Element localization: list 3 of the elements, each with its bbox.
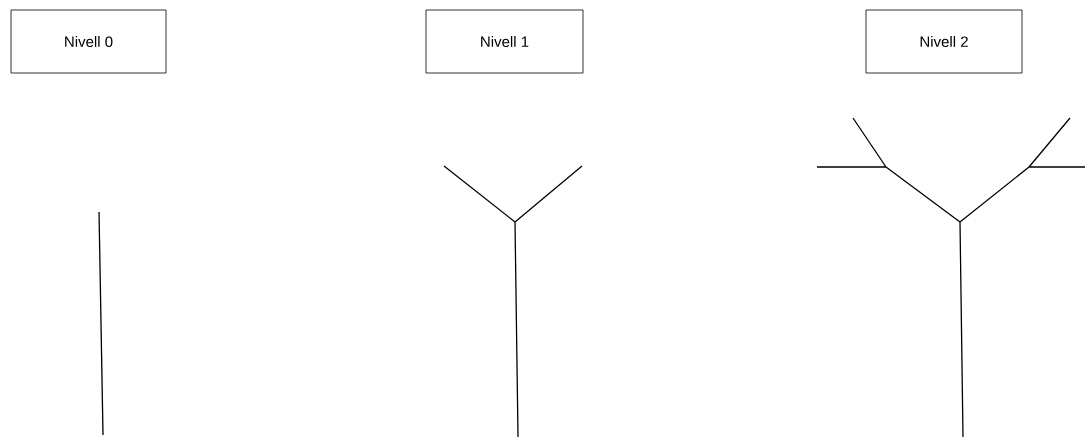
label-box: Nivell 1 xyxy=(425,9,584,74)
label-box: Nivell 2 xyxy=(865,9,1023,74)
label-box: Nivell 0 xyxy=(10,9,167,74)
